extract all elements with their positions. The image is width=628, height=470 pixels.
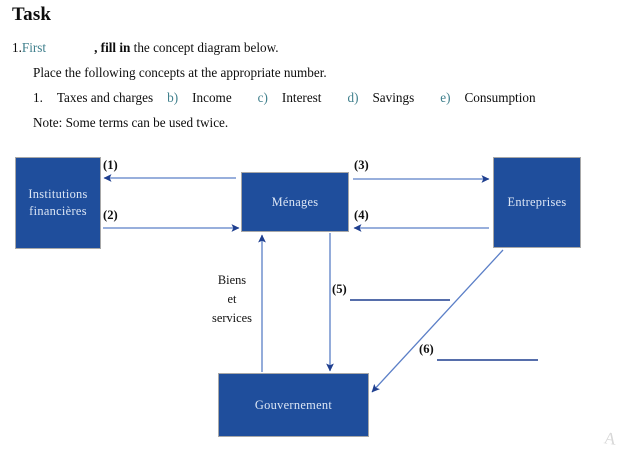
node-financial-institutions-line2: financières [29, 204, 87, 218]
note-line: Note: Some terms can be used twice. [33, 115, 229, 130]
edge-label-1: (1) [103, 158, 118, 172]
edge-label-2: (2) [103, 208, 118, 222]
option-marker-a: 1. [33, 90, 43, 105]
instruction-accent-word: First [21, 40, 47, 55]
arrow-6 [371, 249, 504, 393]
edge-label-3: (3) [354, 158, 369, 172]
goods-and-services-label: Biens et services [203, 271, 261, 329]
goods-label-line2: et [227, 292, 237, 307]
options-line: 1. Taxes and charges b) Income c) Interest d) S… [33, 90, 536, 106]
option-marker-b: b) [167, 90, 179, 105]
goods-label-line3: services [212, 311, 252, 326]
node-financial-institutions-label: Institutions financières [28, 186, 87, 219]
instruction-rest: the concept diagram below. [130, 40, 279, 55]
node-financial-institutions-line1: Institutions [28, 187, 88, 202]
edge-label-4: (4) [354, 208, 369, 222]
option-label-d: Savings [372, 90, 415, 105]
corner-watermark: A [602, 428, 618, 449]
node-households-label: Ménages [271, 194, 319, 209]
node-government[interactable]: Gouvernement [218, 373, 369, 437]
concept-diagram: Institutions financières Ménages Entrepri… [0, 148, 628, 470]
option-label-c: Interest [281, 90, 322, 105]
option-label-e: Consumption [464, 90, 536, 105]
node-households[interactable]: Ménages [241, 172, 349, 232]
edge-label-5: (5) [332, 282, 347, 296]
node-financial-institutions[interactable]: Institutions financières [15, 157, 101, 249]
option-marker-e: e) [440, 90, 451, 105]
edge-label-6: (6) [419, 342, 434, 356]
option-label-b: Income [192, 90, 232, 105]
diagram-edges [103, 174, 538, 393]
node-government-label: Gouvernement [254, 397, 333, 412]
instruction-bold-phrase: , fill in [94, 40, 131, 55]
instruction-line-2: Place the following concepts at the appr… [33, 65, 327, 80]
instruction-number: 1. [12, 40, 22, 55]
page-title: Task [12, 4, 52, 25]
node-firms[interactable]: Entreprises [493, 157, 581, 248]
option-marker-d: d) [347, 90, 359, 105]
option-marker-c: c) [257, 90, 268, 105]
instruction-line-1: 1.First , fill in the concept diagram bel… [12, 40, 279, 56]
goods-label-line1: Biens [217, 273, 247, 287]
option-label-a: Taxes and charges [56, 90, 154, 105]
node-firms-label: Entreprises [507, 195, 567, 210]
